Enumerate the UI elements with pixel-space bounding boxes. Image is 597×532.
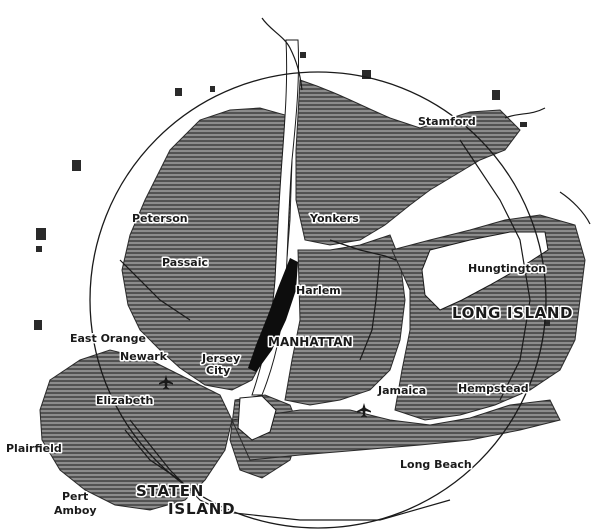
upper-bay (237, 395, 277, 441)
radius-circle (89, 71, 547, 529)
label-plainfield: Plairfield (6, 442, 62, 455)
airplane-icon (159, 375, 173, 390)
label-amboy: Amboy (54, 504, 97, 517)
label-peterson: Peterson (132, 212, 188, 225)
label-hempstead: Hempstead (458, 382, 529, 395)
boundary-lines (119, 17, 591, 521)
label-hungtington: Hungtington (468, 262, 546, 275)
water-bodies (237, 231, 549, 441)
label-east-orange: East Orange (70, 332, 146, 345)
label-pert: Pert (62, 490, 88, 503)
map-specks (34, 52, 550, 330)
manhattan-island (248, 258, 298, 372)
label-elizabeth: Elizabeth (96, 394, 153, 407)
label-stamford: Stamford (418, 115, 476, 128)
label-jamaica: Jamaica (377, 384, 426, 397)
hudson-river (251, 39, 300, 396)
label-long-beach: Long Beach (400, 458, 472, 471)
label-passaic: Passaic (162, 256, 208, 269)
land-westchester (295, 79, 521, 246)
label-harlem: Harlem (296, 284, 341, 297)
label-long-island: LONG ISLAND (452, 304, 573, 322)
land-bronx-brooklyn (284, 234, 406, 406)
label-manhattan: MANHATTAN (268, 335, 353, 349)
label-staten: STATEN (136, 482, 204, 500)
label-newark: Newark (120, 350, 168, 363)
map-labels: Stamford Peterson Yonkers Passaic Hungti… (5, 114, 574, 520)
land-new-jersey-south (39, 349, 233, 511)
land-east-coast (231, 399, 561, 461)
land-new-jersey-north (121, 107, 293, 391)
long-island-sound (421, 231, 549, 311)
label-city: City (206, 364, 230, 377)
airplane-icon (357, 403, 371, 418)
label-yonkers: Yonkers (309, 212, 359, 225)
label-island: ISLAND (168, 500, 235, 518)
label-jersey: Jersey (201, 352, 240, 365)
